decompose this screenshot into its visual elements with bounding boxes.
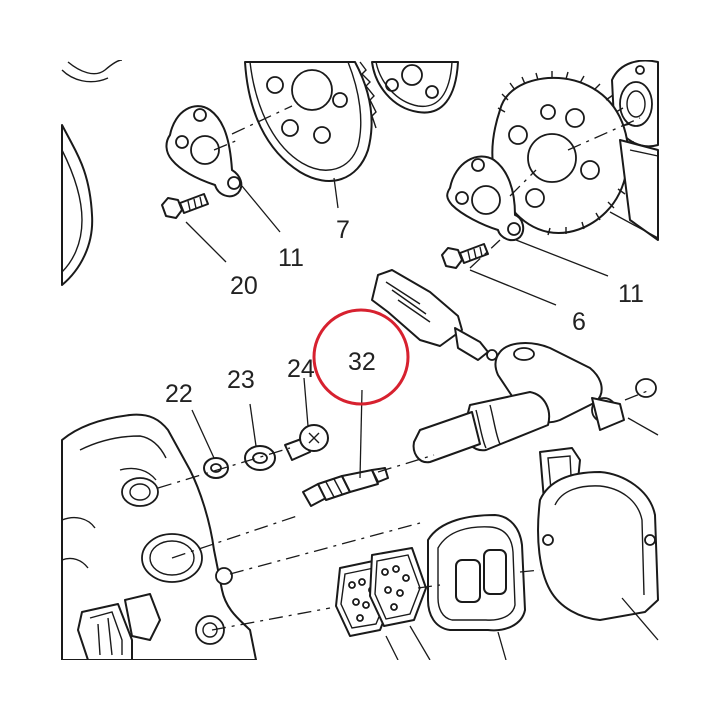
frame-left xyxy=(0,0,60,720)
washer-22 xyxy=(203,457,229,479)
callout-7: 7 xyxy=(336,216,350,244)
cylinder-head xyxy=(61,413,257,661)
frame-right xyxy=(660,0,720,720)
cover-gasket xyxy=(427,447,659,632)
callout-6: 6 xyxy=(572,308,586,336)
bolt-20 xyxy=(161,193,209,219)
callout-labels: 7 11 20 11 6 22 23 24 32 xyxy=(165,216,644,408)
callout-11-right: 11 xyxy=(618,280,644,308)
leader-lines xyxy=(185,177,659,661)
camshaft-gear-top xyxy=(371,61,459,114)
callout-20: 20 xyxy=(230,272,258,300)
assembly-axes xyxy=(157,105,651,631)
callout-22: 22 xyxy=(165,380,193,408)
sensor-flange-right xyxy=(446,155,525,241)
highlight-ring xyxy=(312,308,410,406)
bolt-6 xyxy=(441,243,489,269)
callout-32: 32 xyxy=(348,348,376,376)
ignition-coil xyxy=(412,342,657,464)
screw-24 xyxy=(284,424,329,461)
sensor-flange-left xyxy=(165,105,243,198)
frame-bottom xyxy=(0,660,720,720)
camshaft-gear-7 xyxy=(244,61,377,182)
callout-23: 23 xyxy=(227,366,255,394)
frame-top xyxy=(0,0,720,60)
coil-connector xyxy=(371,269,498,361)
washer-23 xyxy=(244,445,276,471)
head-cover-edge xyxy=(61,59,123,286)
injector-plates xyxy=(335,547,427,637)
callout-24: 24 xyxy=(287,355,315,383)
callout-11-left: 11 xyxy=(278,244,304,272)
spark-plug-32 xyxy=(302,467,389,507)
